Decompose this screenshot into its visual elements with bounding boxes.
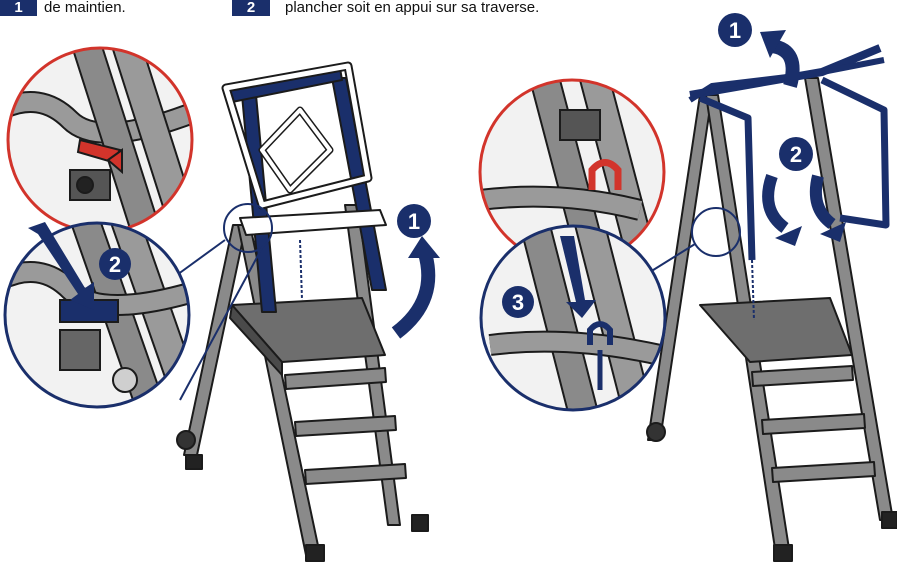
step-2-text: plancher soit en appui sur sa traverse. [285,0,540,16]
right-arrow-number-2: 2 [790,142,802,167]
right-zoom-number-3: 3 [512,290,524,315]
left-arrow-number-1: 1 [408,209,420,234]
right-down-arrows: 2 [762,137,846,246]
step-2-badge: 2 [232,0,270,16]
left-zoom-number-2: 2 [109,252,121,277]
right-arrow-number-1: 1 [729,18,741,43]
step-1-badge: 1 [0,0,37,16]
right-zoom-top [478,78,666,266]
step-1-text: de maintien. [44,0,126,16]
left-rotate-arrow: 1 [391,204,440,339]
left-ladder [169,61,429,562]
left-zoom-bottom: 2 [3,221,191,409]
right-zoom-bottom: 3 [479,224,667,412]
right-ladder [646,44,897,562]
right-up-arrow: 1 [718,13,800,88]
